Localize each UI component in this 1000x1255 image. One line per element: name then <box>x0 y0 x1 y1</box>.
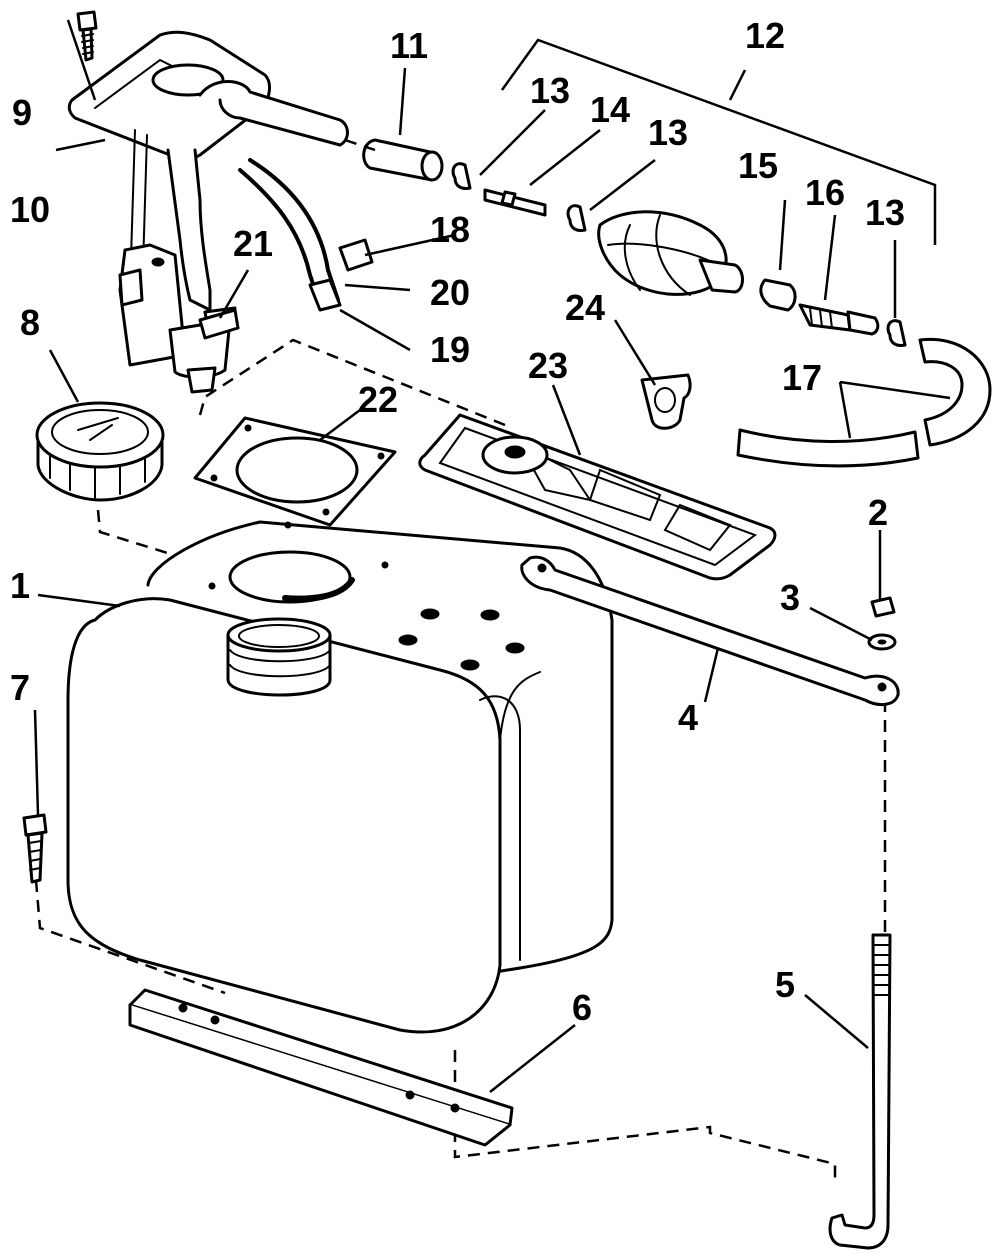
callout-18: 18 <box>430 209 470 250</box>
callout-13b: 13 <box>648 112 688 153</box>
callout-17: 17 <box>782 357 822 398</box>
callout-5: 5 <box>775 964 795 1005</box>
callout-2: 2 <box>868 492 888 533</box>
callout-16: 16 <box>805 172 845 213</box>
primer-bulb <box>597 210 744 296</box>
callout-14: 14 <box>590 89 630 130</box>
j-bolt-part-5 <box>828 933 892 1250</box>
clip-part-24 <box>640 373 692 430</box>
callout-1: 1 <box>10 565 30 606</box>
fuel-line-part-17 <box>736 337 992 468</box>
gasket-part-22 <box>193 416 397 527</box>
nut-part-2 <box>870 596 896 618</box>
callout-6: 6 <box>572 987 592 1028</box>
callout-13a: 13 <box>530 70 570 111</box>
wire-harness-parts-18-19-20 <box>238 158 374 312</box>
clamp-part-13c <box>886 319 907 347</box>
callout-15: 15 <box>738 145 778 186</box>
callout-3: 3 <box>780 577 800 618</box>
pickup-assembly-part-10 <box>67 30 349 394</box>
callout-21: 21 <box>233 223 273 264</box>
cover-plate-part-23 <box>418 413 777 581</box>
callout-7: 7 <box>10 667 30 708</box>
fuel-cap-part-8 <box>35 401 165 502</box>
connector-part-16 <box>798 303 880 336</box>
callout-20: 20 <box>430 272 470 313</box>
callout-labels: 1 2 3 4 5 6 7 8 9 10 11 12 13 13 13 14 1… <box>10 15 905 1028</box>
callout-8: 8 <box>20 302 40 343</box>
mounting-rail-part-6 <box>128 988 514 1147</box>
callout-19: 19 <box>430 329 470 370</box>
leader-lines <box>33 19 951 1093</box>
strap-part-4 <box>520 555 900 707</box>
callout-23: 23 <box>528 345 568 386</box>
callout-10: 10 <box>10 189 50 230</box>
bolt-part-7 <box>22 813 48 884</box>
callout-22: 22 <box>358 379 398 420</box>
clamp-part-13b <box>566 204 587 232</box>
callout-11: 11 <box>390 25 428 66</box>
hose-part-11 <box>344 138 444 182</box>
callout-12: 12 <box>745 15 785 56</box>
fitting-part-14 <box>483 188 547 217</box>
callout-24: 24 <box>565 287 605 328</box>
bracket-part-12 <box>500 38 937 245</box>
clamp-part-13a <box>451 162 472 190</box>
washer-part-3 <box>867 633 897 651</box>
fuel-tank-part-1 <box>66 520 614 1034</box>
callout-9: 9 <box>12 92 32 133</box>
screw-part-9 <box>76 10 98 62</box>
callout-4: 4 <box>678 697 698 738</box>
nut-part-15 <box>759 278 797 312</box>
callout-13c: 13 <box>865 192 905 233</box>
